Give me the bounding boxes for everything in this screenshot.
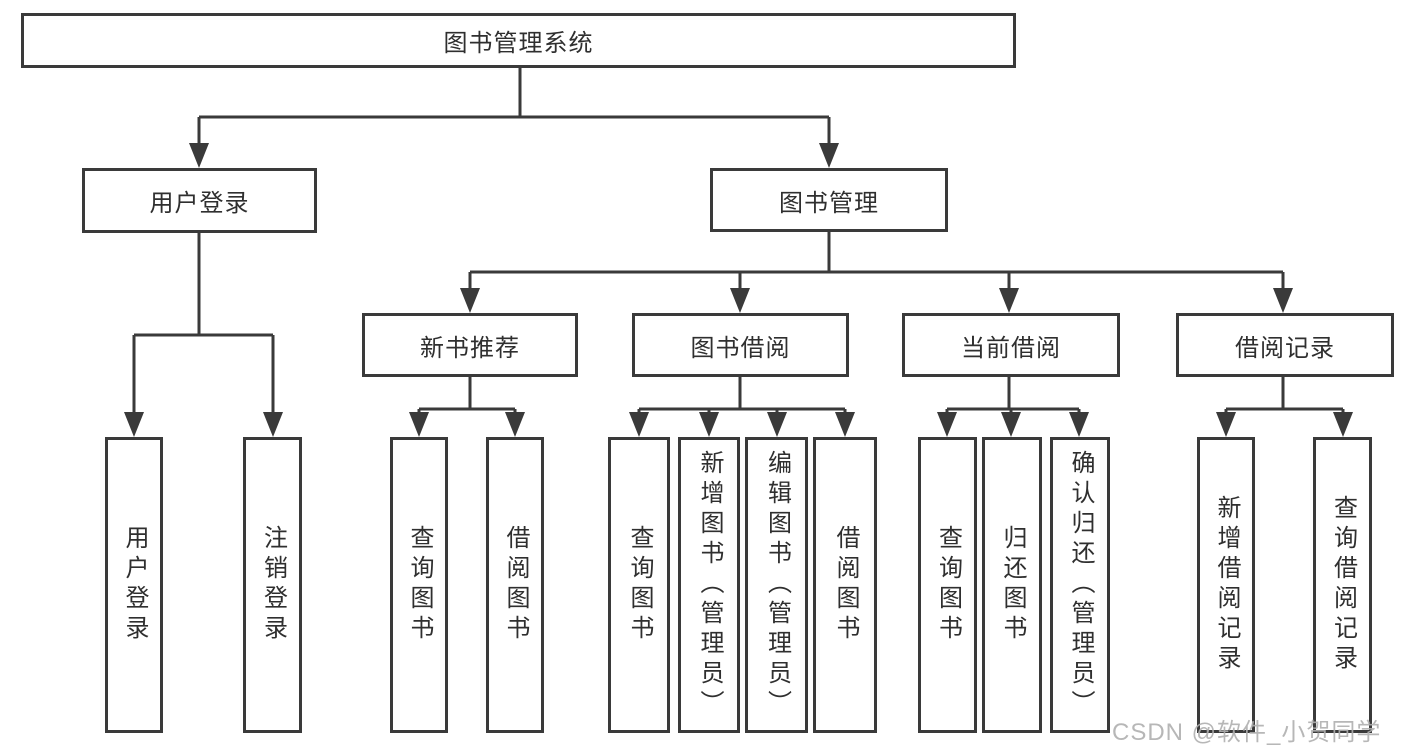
leaf-confirm-return-admin-label: 确认归还（管理员） xyxy=(1067,450,1094,720)
node-user-login-label: 用户登录 xyxy=(149,190,250,217)
leaf-current-query-books-label: 查询图书 xyxy=(934,525,962,645)
leaf-query-borrow-record: 查询借阅记录 xyxy=(1313,437,1372,733)
leaf-borrow-books-label: 借阅图书 xyxy=(832,525,859,645)
arrowhead-icons xyxy=(124,143,1353,437)
leaf-current-query-books: 查询图书 xyxy=(918,437,977,733)
leaf-borrow-query-books-label: 查询图书 xyxy=(626,525,653,645)
node-book-management-label: 图书管理 xyxy=(779,189,879,217)
leaf-recommend-query-books-label: 查询图书 xyxy=(406,525,433,645)
leaf-add-books-admin: 新增图书（管理员） xyxy=(678,437,740,733)
leaf-borrow-query-books: 查询图书 xyxy=(608,437,670,733)
leaf-add-borrow-record-label: 新增借阅记录 xyxy=(1213,495,1240,675)
node-book-management: 图书管理 xyxy=(710,168,948,232)
leaf-add-books-admin-label: 新增图书（管理员） xyxy=(696,450,723,720)
node-new-book-recommend: 新书推荐 xyxy=(362,313,578,377)
leaf-edit-books-admin: 编辑图书（管理员） xyxy=(745,437,808,733)
leaf-edit-books-admin-label: 编辑图书（管理员） xyxy=(763,450,791,720)
leaf-borrow-books: 借阅图书 xyxy=(813,437,877,733)
node-current-borrow: 当前借阅 xyxy=(902,313,1120,377)
leaf-confirm-return-admin: 确认归还（管理员） xyxy=(1050,437,1110,733)
leaf-return-books: 归还图书 xyxy=(982,437,1042,733)
leaf-query-borrow-record-label: 查询借阅记录 xyxy=(1329,495,1357,675)
leaf-logout-label: 注销登录 xyxy=(259,525,287,645)
node-current-borrow-label: 当前借阅 xyxy=(961,334,1061,362)
node-book-borrow-label: 图书借阅 xyxy=(690,334,791,362)
leaf-return-books-label: 归还图书 xyxy=(999,525,1026,645)
leaf-add-borrow-record: 新增借阅记录 xyxy=(1197,437,1255,733)
node-book-borrow: 图书借阅 xyxy=(632,313,849,377)
watermark: CSDN @软件_小贺同学 xyxy=(1112,719,1382,746)
leaf-recommend-query-books: 查询图书 xyxy=(390,437,448,733)
node-borrow-records: 借阅记录 xyxy=(1176,313,1394,377)
leaf-recommend-borrow-books: 借阅图书 xyxy=(486,437,544,733)
node-new-book-recommend-label: 新书推荐 xyxy=(420,334,520,362)
node-borrow-records-label: 借阅记录 xyxy=(1235,334,1335,362)
node-root: 图书管理系统 xyxy=(21,13,1016,68)
node-user-login: 用户登录 xyxy=(82,168,317,233)
leaf-user-login: 用户登录 xyxy=(105,437,163,733)
leaf-recommend-borrow-books-label: 借阅图书 xyxy=(502,525,529,645)
node-root-label: 图书管理系统 xyxy=(443,30,594,57)
leaf-user-login-label: 用户登录 xyxy=(121,525,148,645)
leaf-logout: 注销登录 xyxy=(243,437,302,733)
